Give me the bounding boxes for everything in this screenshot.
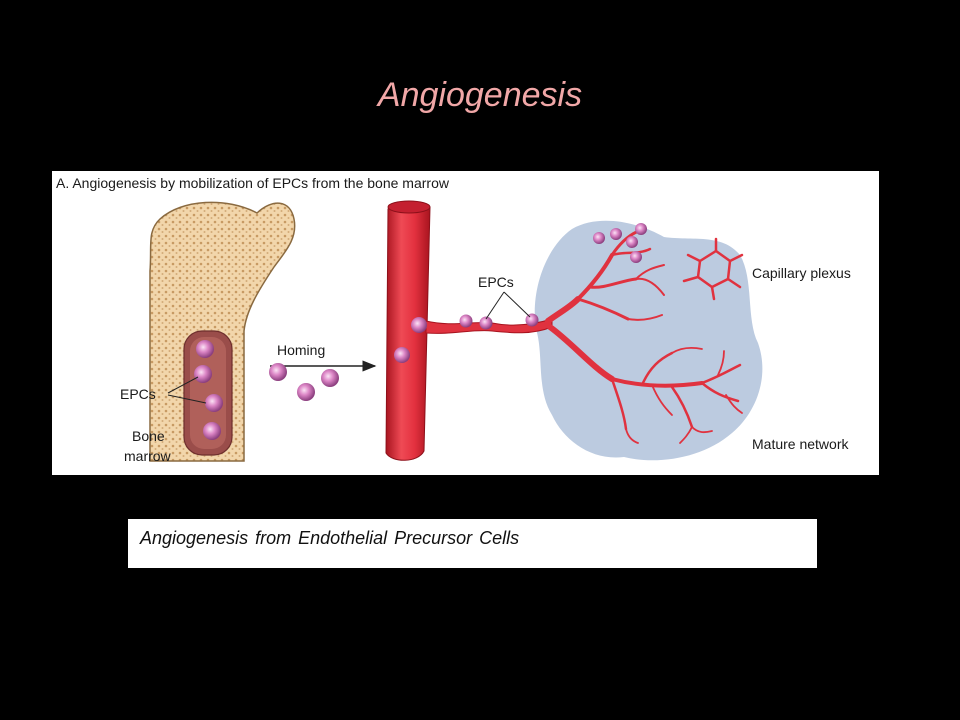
slide-title: Angiogenesis <box>377 76 583 114</box>
marrow-epc-cells <box>194 340 223 440</box>
vessel-epc-cells <box>394 313 539 363</box>
bone-illustration <box>149 201 296 462</box>
panel-title: A. Angiogenesis by mobilization of EPCs … <box>56 175 450 191</box>
epcs-leader-line <box>167 376 199 394</box>
capillary-plexus-label: Capillary plexus <box>752 265 851 281</box>
epcs-leader-line <box>167 394 207 404</box>
epcs-leader-line <box>503 291 531 318</box>
bone-label: Bone <box>132 428 165 444</box>
tissue-region <box>534 220 763 461</box>
mature-network-label: Mature network <box>752 436 849 452</box>
capillary-plexus-mesh <box>682 237 744 301</box>
marrow-epcs-label: EPCs <box>120 386 156 402</box>
capillary-branches <box>545 227 743 444</box>
circulating-epc-cells <box>269 363 339 401</box>
marrow-label: marrow <box>124 448 172 464</box>
angiogenesis-figure: A. Angiogenesis by mobilization of EPCs … <box>52 171 879 475</box>
homing-label: Homing <box>277 342 325 358</box>
tissue-epc-cells <box>593 223 647 263</box>
figure-caption: Angiogenesis from Endothelial Precursor … <box>128 519 817 568</box>
epcs-leader-line <box>485 291 505 320</box>
figure-svg: A. Angiogenesis by mobilization of EPCs … <box>56 175 851 464</box>
vessel-epcs-label: EPCs <box>478 274 514 290</box>
